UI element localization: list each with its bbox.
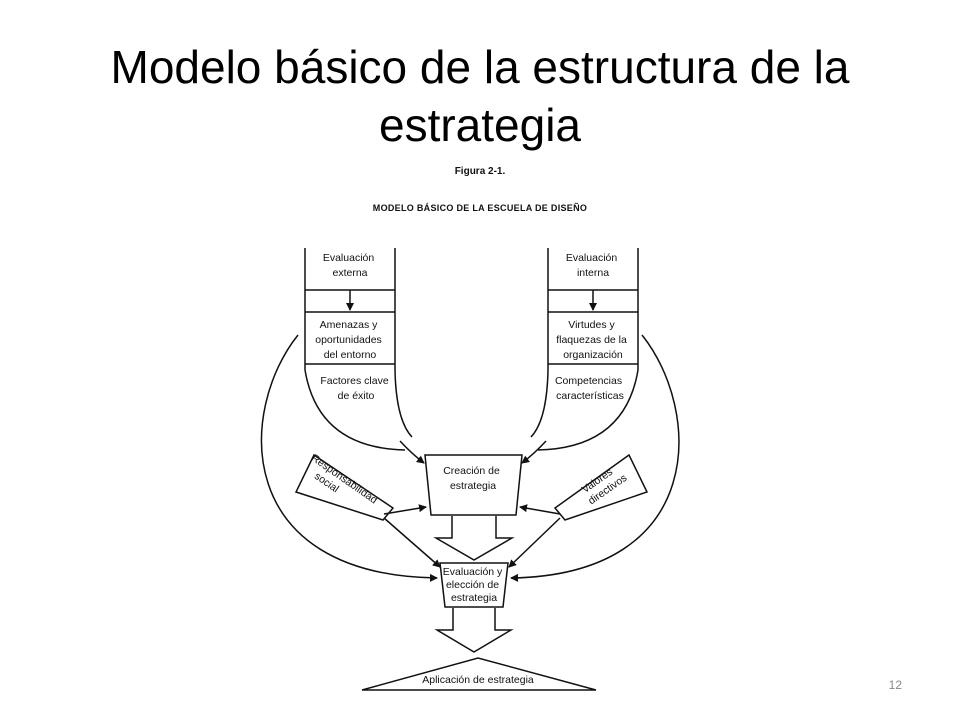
- directive-values-box: [553, 453, 649, 521]
- slide-title: Modelo básico de la estructura de la est…: [110, 41, 850, 151]
- block-arrow-evaluation-to-application: [434, 608, 514, 653]
- strategy-creation-label: Creación de estrategia: [443, 465, 503, 492]
- external-column: [304, 248, 413, 451]
- social-responsibility-box: [294, 453, 395, 521]
- arrow-values-to-creation: [519, 504, 561, 515]
- strategy-evaluation-label: Evaluación y elección de estrategia: [443, 566, 505, 604]
- page-number: 12: [888, 678, 902, 692]
- figure-number: Figura 2-1.: [454, 166, 506, 177]
- strategy-application-label: Aplicación de estrategia: [422, 674, 534, 686]
- arrow-values-to-evaluation: [508, 517, 561, 568]
- curve-right-into-creation: [521, 440, 547, 464]
- internal-evaluation-label: Evaluación interna: [566, 252, 620, 279]
- arrow-social-to-creation: [383, 504, 427, 515]
- threats-opportunities-label: Amenazas y oportunidades del entorno: [315, 319, 384, 361]
- block-arrow-creation-to-evaluation: [433, 516, 515, 561]
- arrow-social-to-evaluation: [383, 517, 441, 568]
- distinctive-competences-label: Competencias características: [555, 375, 625, 402]
- curve-right-to-evaluation: [510, 334, 680, 582]
- curve-left-into-creation: [399, 440, 425, 464]
- internal-column: [530, 248, 639, 451]
- curve-left-to-evaluation: [260, 334, 438, 582]
- key-success-factors-label: Factores clave de éxito: [320, 375, 391, 402]
- strategy-creation-box: [424, 454, 523, 516]
- external-evaluation-label: Evaluación externa: [323, 252, 377, 279]
- design-school-diagram: Evaluación externa Amenazas y oportunida…: [260, 248, 680, 691]
- strengths-weaknesses-label: Virtudes y flaquezas de la organización: [556, 319, 630, 361]
- strategy-application-shape: [361, 657, 597, 691]
- strategy-evaluation-box: [439, 562, 509, 608]
- figure-subtitle: MODELO BÁSICO DE LA ESCUELA DE DISEÑO: [372, 203, 588, 213]
